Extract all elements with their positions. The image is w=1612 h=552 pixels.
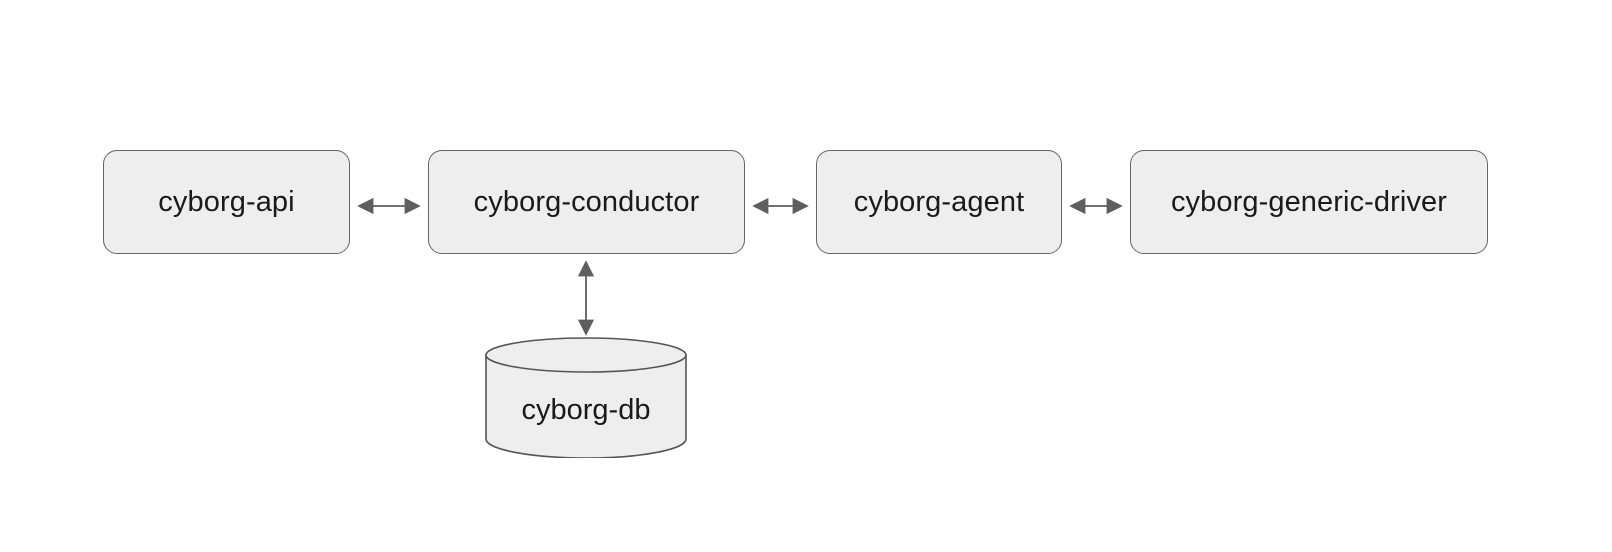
edge-agent-to-generic-driver	[1062, 190, 1130, 222]
node-cyborg-agent[interactable]: cyborg-agent	[816, 150, 1062, 254]
node-cyborg-conductor[interactable]: cyborg-conductor	[428, 150, 745, 254]
edge-conductor-to-agent	[745, 190, 816, 222]
node-cyborg-db[interactable]: cyborg-db	[483, 336, 689, 459]
cylinder-icon	[485, 337, 687, 459]
node-cyborg-api[interactable]: cyborg-api	[103, 150, 350, 254]
node-cyborg-conductor-label: cyborg-conductor	[473, 185, 700, 218]
node-cyborg-generic-driver[interactable]: cyborg-generic-driver	[1130, 150, 1488, 254]
node-cyborg-generic-driver-label: cyborg-generic-driver	[1170, 185, 1448, 218]
node-cyborg-api-label: cyborg-api	[158, 185, 295, 218]
edge-conductor-to-db	[570, 254, 602, 342]
edge-api-to-conductor	[350, 190, 428, 222]
node-cyborg-agent-label: cyborg-agent	[853, 185, 1025, 218]
